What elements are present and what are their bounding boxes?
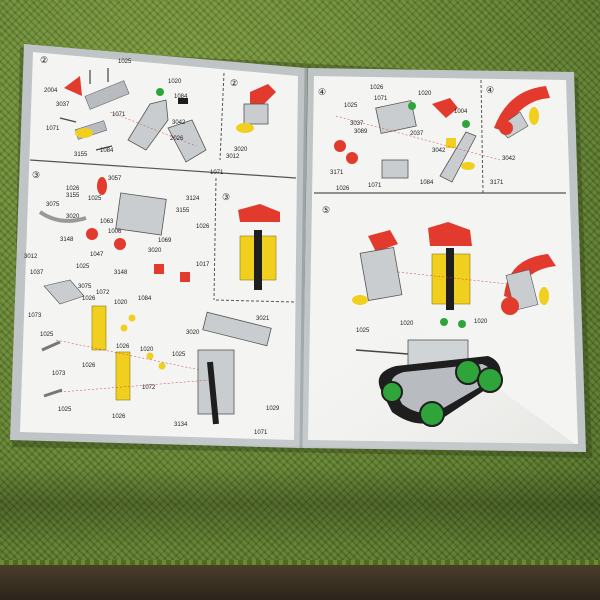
svg-text:1004: 1004 <box>454 109 468 115</box>
svg-text:1072: 1072 <box>96 290 110 296</box>
svg-text:3148: 3148 <box>60 237 74 243</box>
svg-text:3124: 3124 <box>186 196 200 202</box>
svg-text:1025: 1025 <box>76 264 90 270</box>
svg-text:1071: 1071 <box>112 112 126 118</box>
svg-text:1029: 1029 <box>266 406 280 412</box>
svg-text:1063: 1063 <box>100 219 114 225</box>
svg-text:3020: 3020 <box>66 214 80 220</box>
step-2b-number: ② <box>230 78 238 88</box>
svg-text:1006: 1006 <box>108 229 122 235</box>
svg-text:1084: 1084 <box>174 94 188 100</box>
svg-text:1025: 1025 <box>118 59 132 65</box>
svg-text:1026: 1026 <box>82 296 96 302</box>
svg-text:1071: 1071 <box>46 126 60 132</box>
svg-text:1084: 1084 <box>138 296 152 302</box>
svg-text:1020: 1020 <box>168 79 182 85</box>
svg-text:1071: 1071 <box>210 170 224 176</box>
step-5-labels: 1020 1025 1020 <box>356 319 488 334</box>
svg-text:3012: 3012 <box>24 254 38 260</box>
svg-text:1017: 1017 <box>196 262 210 268</box>
svg-text:1025: 1025 <box>172 352 186 358</box>
svg-text:3148: 3148 <box>114 270 128 276</box>
step-4b-number: ④ <box>486 85 494 95</box>
svg-text:1073: 1073 <box>28 313 42 319</box>
svg-text:1020: 1020 <box>114 300 128 306</box>
step-5-parts <box>352 222 556 328</box>
svg-text:1047: 1047 <box>90 252 104 258</box>
svg-text:1037: 1037 <box>30 270 44 276</box>
svg-text:1071: 1071 <box>254 430 268 436</box>
panel-divider-h2 <box>215 299 297 303</box>
svg-text:3042: 3042 <box>432 148 446 154</box>
svg-text:1026: 1026 <box>82 363 96 369</box>
svg-text:3134: 3134 <box>174 422 188 428</box>
svg-text:3089: 3089 <box>354 129 368 135</box>
svg-text:3020: 3020 <box>234 147 248 153</box>
step-5-number: ⑤ <box>322 205 330 215</box>
svg-text:3171: 3171 <box>490 180 504 186</box>
step-4-labels: 1026 1025 1071 1020 3037 3089 2037 1004 … <box>330 85 516 192</box>
svg-text:3155: 3155 <box>176 208 190 214</box>
step-2-labels: 1025 1020 2004 1084 3037 1071 1071 3042 … <box>44 59 248 176</box>
svg-text:3075: 3075 <box>46 202 60 208</box>
panel-divider-v <box>219 72 225 161</box>
svg-text:1020: 1020 <box>474 319 488 325</box>
panel-divider-v2 <box>213 177 217 301</box>
svg-text:3042: 3042 <box>172 120 186 126</box>
svg-text:1071: 1071 <box>368 183 382 189</box>
svg-text:3057: 3057 <box>108 176 122 182</box>
svg-text:1071: 1071 <box>374 96 388 102</box>
svg-text:3042: 3042 <box>502 156 516 162</box>
step-2-parts <box>59 68 276 163</box>
svg-text:3020: 3020 <box>148 248 162 254</box>
svg-text:1025: 1025 <box>344 103 358 109</box>
svg-text:1025: 1025 <box>40 332 54 338</box>
svg-text:1025: 1025 <box>88 196 102 202</box>
svg-text:3037: 3037 <box>56 102 70 108</box>
floor <box>0 565 600 600</box>
svg-text:3171: 3171 <box>330 170 344 176</box>
svg-text:1026: 1026 <box>196 224 210 230</box>
svg-text:1069: 1069 <box>158 238 172 244</box>
svg-text:1026: 1026 <box>66 186 80 192</box>
svg-text:1026: 1026 <box>116 344 130 350</box>
svg-text:3155: 3155 <box>74 152 88 158</box>
svg-text:3021: 3021 <box>256 316 270 322</box>
step-3b-art <box>238 204 280 290</box>
step-4-number: ④ <box>318 87 326 97</box>
panel-divider-h <box>29 159 297 179</box>
svg-text:3075: 3075 <box>78 284 92 290</box>
step-3b-number: ③ <box>222 192 230 202</box>
svg-text:1025: 1025 <box>356 328 370 334</box>
svg-text:1026: 1026 <box>370 85 384 91</box>
step-3-number: ③ <box>32 170 40 180</box>
svg-text:1073: 1073 <box>52 371 66 377</box>
svg-text:1026: 1026 <box>112 414 126 420</box>
svg-text:3155: 3155 <box>66 193 80 199</box>
svg-text:3037: 3037 <box>350 121 364 127</box>
svg-text:1084: 1084 <box>100 148 114 154</box>
towel-fold <box>0 468 600 548</box>
svg-text:2037: 2037 <box>410 131 424 137</box>
step-3-parts <box>38 177 272 425</box>
svg-text:1084: 1084 <box>420 180 434 186</box>
svg-text:1020: 1020 <box>400 321 414 327</box>
svg-text:3020: 3020 <box>186 330 200 336</box>
svg-text:1020: 1020 <box>140 347 154 353</box>
svg-text:3012: 3012 <box>226 154 240 160</box>
svg-text:2026: 2026 <box>170 136 184 142</box>
svg-text:1072: 1072 <box>142 385 156 391</box>
svg-text:2004: 2004 <box>44 88 58 94</box>
step-4-parts <box>334 86 550 183</box>
step-3-labels: 1026 3155 3057 3124 1025 3155 3075 3020 … <box>24 176 280 436</box>
svg-text:1020: 1020 <box>418 91 432 97</box>
step-2-number: ② <box>40 55 48 65</box>
tank-base <box>355 339 503 427</box>
svg-text:1026: 1026 <box>336 186 350 192</box>
svg-text:1025: 1025 <box>58 407 72 413</box>
panel-divider-v3 <box>480 79 484 194</box>
